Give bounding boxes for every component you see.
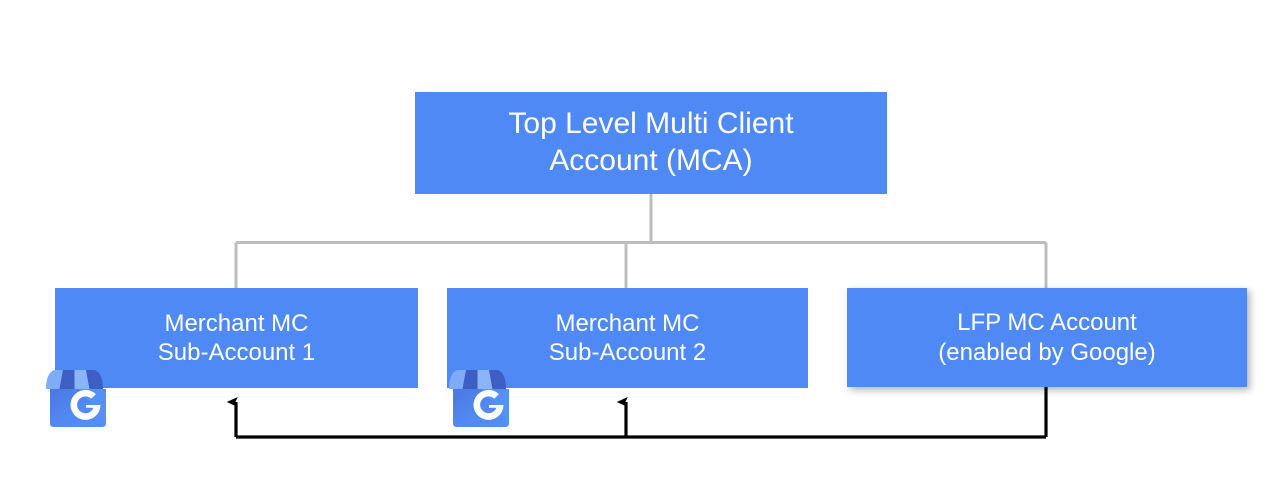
node-merchant-sub-account-1-label: Merchant MC Sub-Account 1 [157,309,316,366]
data-flow-arrows [226,387,1048,439]
google-my-business-icon [46,370,106,427]
node-merchant-sub-account-2-label: Merchant MC Sub-Account 2 [548,309,707,366]
node-top-level-mca[interactable]: Top Level Multi Client Account (MCA) [415,92,887,194]
node-lfp-mc-account[interactable]: LFP MC Account (enabled by Google) [847,288,1247,387]
tree-connectors [234,194,1048,288]
google-my-business-icon [449,370,509,427]
node-top-level-mca-label: Top Level Multi Client Account (MCA) [508,107,794,177]
node-lfp-mc-account-label: LFP MC Account (enabled by Google) [938,309,1156,366]
node-merchant-sub-account-2[interactable]: Merchant MC Sub-Account 2 [447,288,808,388]
node-merchant-sub-account-1[interactable]: Merchant MC Sub-Account 1 [55,288,418,388]
